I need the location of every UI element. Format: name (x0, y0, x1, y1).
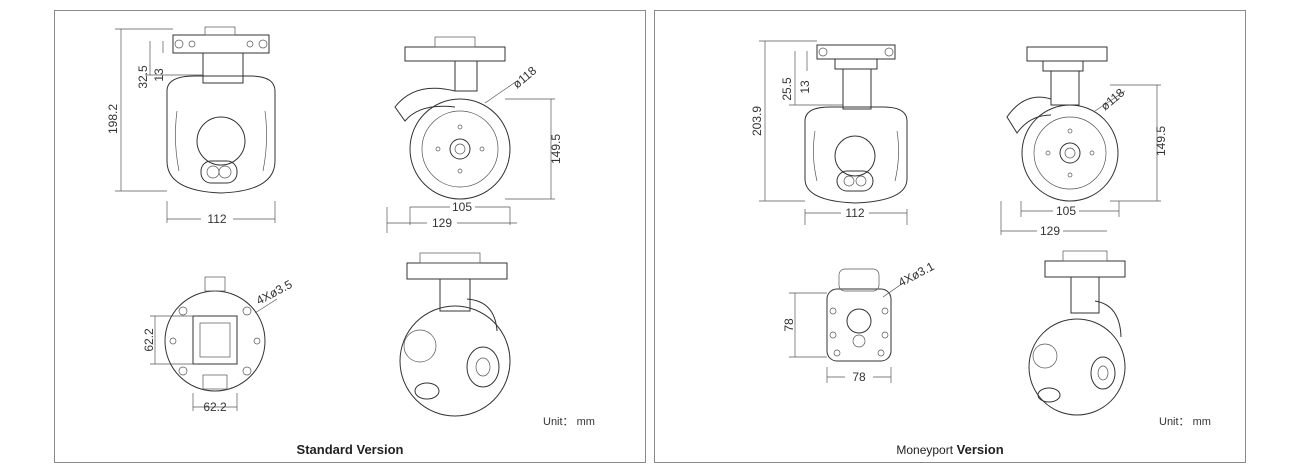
dim-mount-inner: 13 (798, 80, 812, 94)
dim-front-width: 112 (845, 206, 864, 220)
dim-mount-height: 25.5 (780, 77, 794, 101)
dim-side-outer-width: 129 (1040, 224, 1060, 238)
dim-side-height: 149.5 (1154, 126, 1168, 156)
dim-plate-vertical: 62.2 (142, 328, 156, 352)
dim-mount-inner: 13 (152, 68, 166, 82)
dim-front-width: 112 (207, 212, 226, 226)
plate-view (150, 276, 278, 411)
dim-side-inner-width: 105 (452, 200, 472, 214)
dim-mount-height: 32.5 (136, 65, 150, 89)
caption: Standard Version (55, 442, 645, 457)
dim-plate-horizontal: 78 (852, 370, 866, 384)
caption: Moneyport Version (655, 442, 1245, 457)
standard-drawing: 198.2 32.5 13 112 ø11 (106, 26, 563, 417)
dim-side-diameter: ø118 (1098, 85, 1128, 113)
dim-plate-horizontal: 62.2 (203, 400, 227, 414)
iso-view (1028, 250, 1126, 416)
plate-view (789, 268, 904, 383)
moneyport-version-panel: 203.9 25.5 13 112 ø11 (654, 10, 1246, 463)
dim-total-height: 203.9 (750, 106, 764, 136)
caption-title: Standard Version (296, 442, 404, 457)
caption-title: Version (956, 442, 1004, 457)
unit-label: Unit： mm (543, 416, 595, 428)
dim-total-height: 198.2 (106, 104, 120, 134)
unit-label: Unit： mm (1159, 416, 1211, 428)
front-view (759, 40, 908, 225)
dim-plate-vertical: 78 (782, 318, 796, 332)
iso-view (399, 252, 511, 417)
side-view (1000, 46, 1161, 235)
moneyport-drawing: 203.9 25.5 13 112 ø11 (750, 40, 1168, 416)
dim-hole-spec: 4Xø3.1 (896, 259, 937, 290)
dim-side-inner-width: 105 (1056, 204, 1076, 218)
front-view (115, 26, 276, 223)
dim-hole-spec: 4Xø3.5 (254, 277, 295, 308)
caption-brand: Moneyport (896, 443, 954, 457)
dim-side-diameter: ø118 (510, 63, 540, 91)
side-view (386, 36, 555, 233)
standard-version-panel: 198.2 32.5 13 112 ø11 (54, 10, 646, 463)
dim-side-height: 149.5 (549, 134, 563, 164)
dim-side-outer-width: 129 (432, 216, 452, 230)
